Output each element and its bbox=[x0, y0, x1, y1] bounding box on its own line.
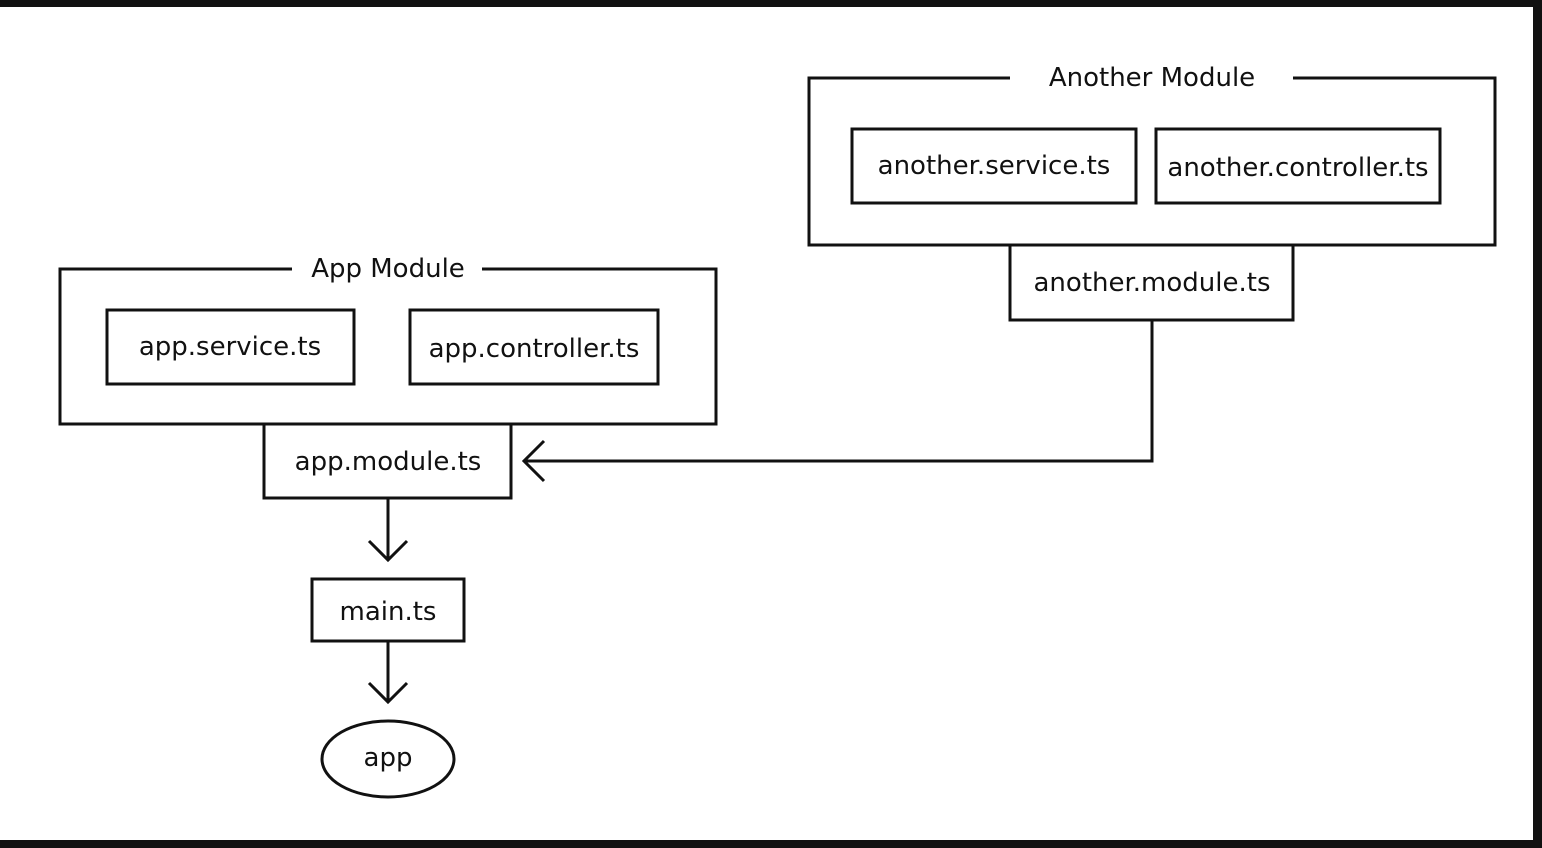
edge-app-module-to-main bbox=[367, 498, 409, 563]
edge-line bbox=[524, 320, 1154, 463]
another-controller-label: another.controller.ts bbox=[1167, 153, 1428, 183]
arrowhead-left-icon bbox=[521, 439, 546, 483]
another-module-file-label: another.module.ts bbox=[1034, 268, 1271, 298]
app-module-group: App Module app.service.ts app.controller… bbox=[58, 254, 718, 426]
app-node bbox=[320, 719, 456, 799]
edge-another-module-to-app-module bbox=[521, 320, 1154, 483]
arrowhead-down-icon bbox=[367, 539, 409, 563]
edge-main-to-app bbox=[367, 641, 409, 705]
another-service-node bbox=[850, 127, 1138, 205]
app-module-file-label: app.module.ts bbox=[295, 447, 482, 477]
another-module-file-node bbox=[1008, 243, 1295, 322]
another-service-label: another.service.ts bbox=[878, 151, 1111, 181]
app-module-title-gap bbox=[292, 258, 482, 280]
another-module-title-gap bbox=[1010, 66, 1293, 90]
app-service-label: app.service.ts bbox=[139, 332, 321, 362]
another-module-group: Another Module another.service.ts anothe… bbox=[807, 63, 1497, 247]
main-label: main.ts bbox=[340, 597, 437, 627]
arrowhead-down-icon bbox=[367, 681, 409, 705]
another-module-title: Another Module bbox=[1049, 63, 1255, 93]
app-service-node bbox=[105, 308, 356, 386]
app-label: app bbox=[364, 743, 413, 773]
app-controller-label: app.controller.ts bbox=[429, 334, 640, 364]
app-controller-node bbox=[408, 308, 660, 386]
app-module-title: App Module bbox=[311, 254, 465, 284]
another-controller-node bbox=[1154, 127, 1442, 205]
